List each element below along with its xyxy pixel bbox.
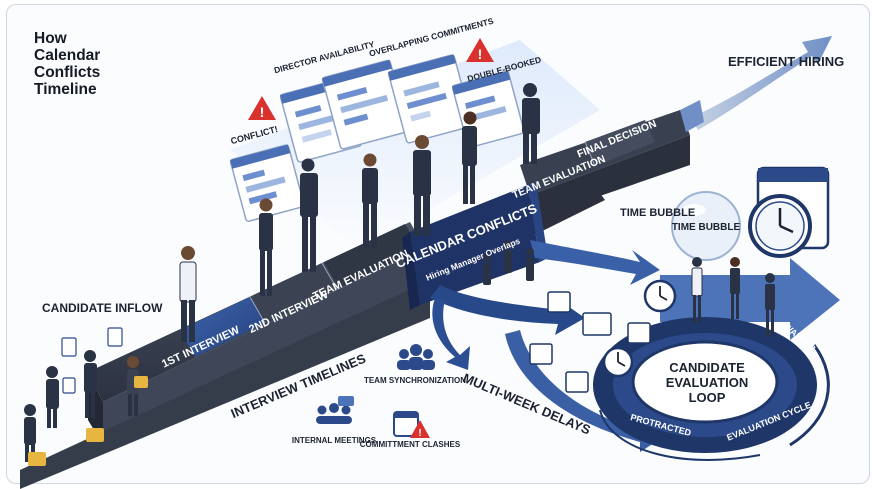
timeline-road-upper bbox=[520, 110, 690, 220]
efficient-hiring-label: EFFICIENT HIRING bbox=[728, 54, 844, 69]
title-line: How bbox=[34, 30, 67, 47]
page-title: How Calendar Conflicts Timeline bbox=[34, 30, 154, 98]
small-clock-icon bbox=[602, 279, 677, 378]
stage-1st-interview bbox=[180, 297, 265, 357]
svg-text:!: ! bbox=[260, 104, 265, 120]
title-line: Calendar bbox=[34, 47, 101, 64]
calendar-clash-icon: ! bbox=[393, 411, 430, 439]
stage-final-decision bbox=[585, 120, 655, 166]
candidate-inflow-label: CANDIDATE INFLOW bbox=[42, 301, 163, 315]
internal-meetings-label: INTERNAL MEETINGS bbox=[292, 436, 377, 445]
meeting-chat-icon bbox=[316, 396, 354, 424]
warning-icon: ! ! bbox=[248, 38, 494, 120]
team-icon bbox=[397, 344, 435, 370]
team-sync-label: TEAM SYNCHRONIZATION bbox=[364, 376, 466, 385]
time-bubble-outer-label: TIME BUBBLE bbox=[620, 207, 695, 219]
clock-icon bbox=[748, 166, 830, 258]
evaluation-loop bbox=[593, 317, 830, 461]
stage-team-evaluation-1 bbox=[324, 224, 420, 288]
title-line: Conflicts bbox=[34, 64, 101, 81]
svg-text:!: ! bbox=[418, 428, 421, 439]
loop-title-line1: CANDIDATE bbox=[669, 360, 745, 375]
time-bubble bbox=[671, 191, 741, 261]
commitment-clashes-label: COMMITTMENT CLASHES bbox=[360, 440, 461, 449]
loop-title-line2: EVALUATION bbox=[666, 375, 749, 390]
calendar-panels bbox=[229, 54, 525, 222]
svg-text:!: ! bbox=[478, 46, 483, 62]
loop-title-line3: LOOP bbox=[689, 390, 726, 405]
calendar-conflicts-box bbox=[402, 182, 548, 310]
resume-icon bbox=[61, 327, 123, 394]
time-bubble-inner-label: TIME BUBBLE bbox=[672, 222, 741, 233]
efficient-hiring-arrow bbox=[680, 36, 832, 132]
people-figures bbox=[24, 83, 775, 466]
calendar-icon bbox=[529, 291, 651, 393]
stage-2nd-interview bbox=[252, 263, 337, 322]
title-line: Timeline bbox=[34, 81, 97, 98]
